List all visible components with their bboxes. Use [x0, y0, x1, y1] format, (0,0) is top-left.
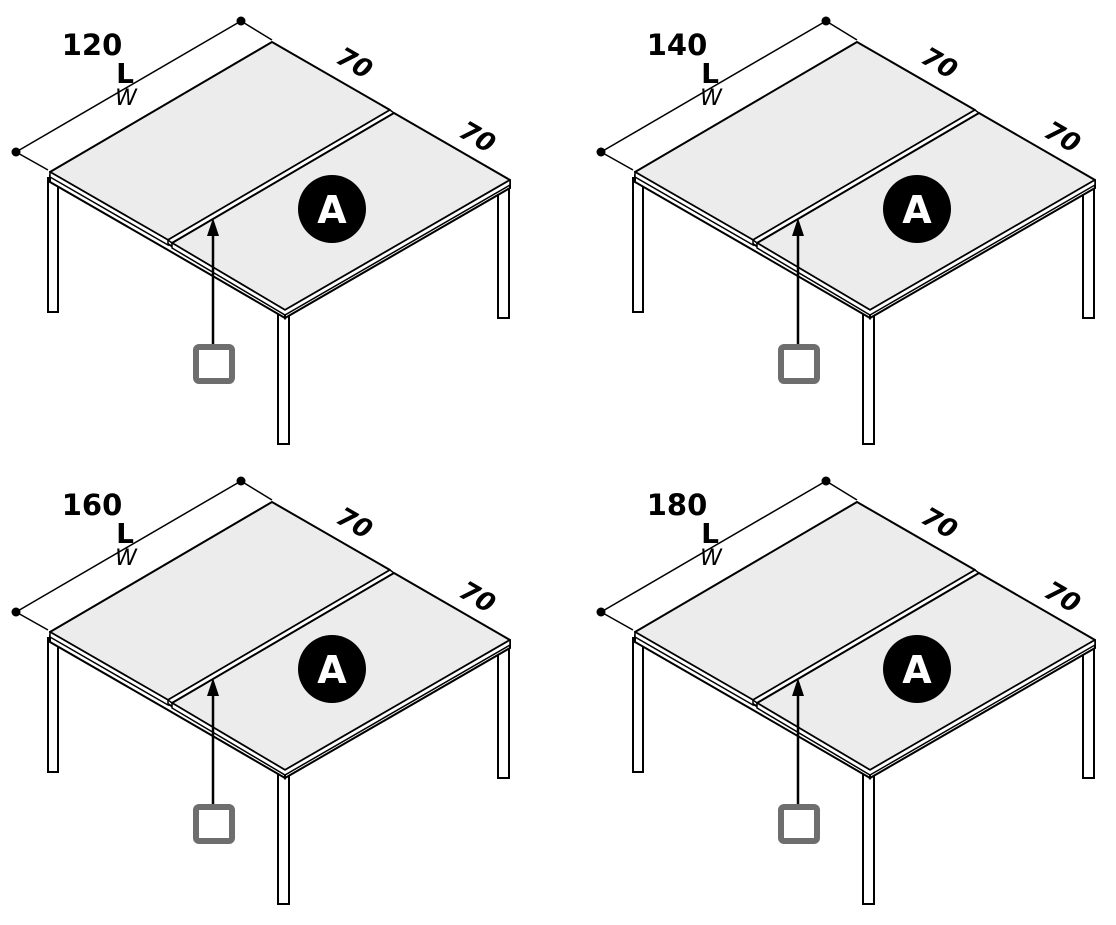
leg-left [47, 177, 59, 313]
dimension-line [15, 20, 242, 153]
leg-left [632, 177, 644, 313]
extension-line [825, 20, 858, 41]
extension-line [15, 611, 49, 631]
dimension-dot [11, 607, 21, 617]
badge-letter: A [317, 188, 347, 232]
desk-top-front-edge [171, 178, 511, 316]
extension-line [240, 480, 273, 501]
leg-left [632, 637, 644, 773]
leg-right [1082, 641, 1095, 779]
badge-letter: A [317, 648, 347, 692]
desk-top-front-edge [756, 638, 1096, 776]
dimension-dot [821, 16, 831, 26]
arrow-head-icon [792, 218, 804, 236]
dimension-line [600, 20, 827, 153]
width-label: W [700, 86, 723, 111]
square-marker-icon [193, 344, 235, 384]
width-label: W [115, 546, 138, 571]
dimension-line [600, 480, 827, 613]
length-value: 160 [62, 488, 123, 522]
square-marker-icon [778, 804, 820, 844]
square-marker-icon [778, 344, 820, 384]
leg-front [862, 309, 875, 445]
extension-line [825, 480, 858, 501]
arrow-head-icon [207, 218, 219, 236]
length-value: 180 [647, 488, 708, 522]
dimension-dot [821, 476, 831, 486]
dimension-dot [236, 16, 246, 26]
leg-right [497, 641, 510, 779]
badge-letter: A [902, 188, 932, 232]
desk-top-front-edge [756, 178, 1096, 316]
badge-circle [883, 635, 951, 703]
desk-top-back-edge [634, 630, 754, 707]
leg-front [862, 769, 875, 905]
length-label: L [701, 517, 719, 550]
length-value: 140 [647, 28, 708, 62]
length-label: L [701, 57, 719, 90]
dimension-dot [236, 476, 246, 486]
badge-circle [298, 175, 366, 243]
width-label: W [700, 546, 723, 571]
dimension-dot [596, 607, 606, 617]
length-label: L [116, 517, 134, 550]
badge-letter: A [902, 648, 932, 692]
dimension-line [15, 480, 242, 613]
leg-front [277, 309, 290, 445]
leg-left [47, 637, 59, 773]
arrow-head-icon [792, 678, 804, 696]
extension-line [600, 151, 634, 171]
badge-circle [883, 175, 951, 243]
desk-top-back-edge [49, 630, 169, 707]
arrow-head-icon [207, 678, 219, 696]
desk-top-back-edge [634, 170, 754, 247]
badge-circle [298, 635, 366, 703]
dimension-dot [11, 147, 21, 157]
extension-line [15, 151, 49, 171]
leg-right [497, 181, 510, 319]
extension-line [600, 611, 634, 631]
dimension-dot [596, 147, 606, 157]
length-value: 120 [62, 28, 123, 62]
desk-top-front-edge [171, 638, 511, 776]
square-marker-icon [193, 804, 235, 844]
extension-line [240, 20, 273, 41]
leg-right [1082, 181, 1095, 319]
length-label: L [116, 57, 134, 90]
leg-front [277, 769, 290, 905]
width-label: W [115, 86, 138, 111]
desk-top-back-edge [49, 170, 169, 247]
